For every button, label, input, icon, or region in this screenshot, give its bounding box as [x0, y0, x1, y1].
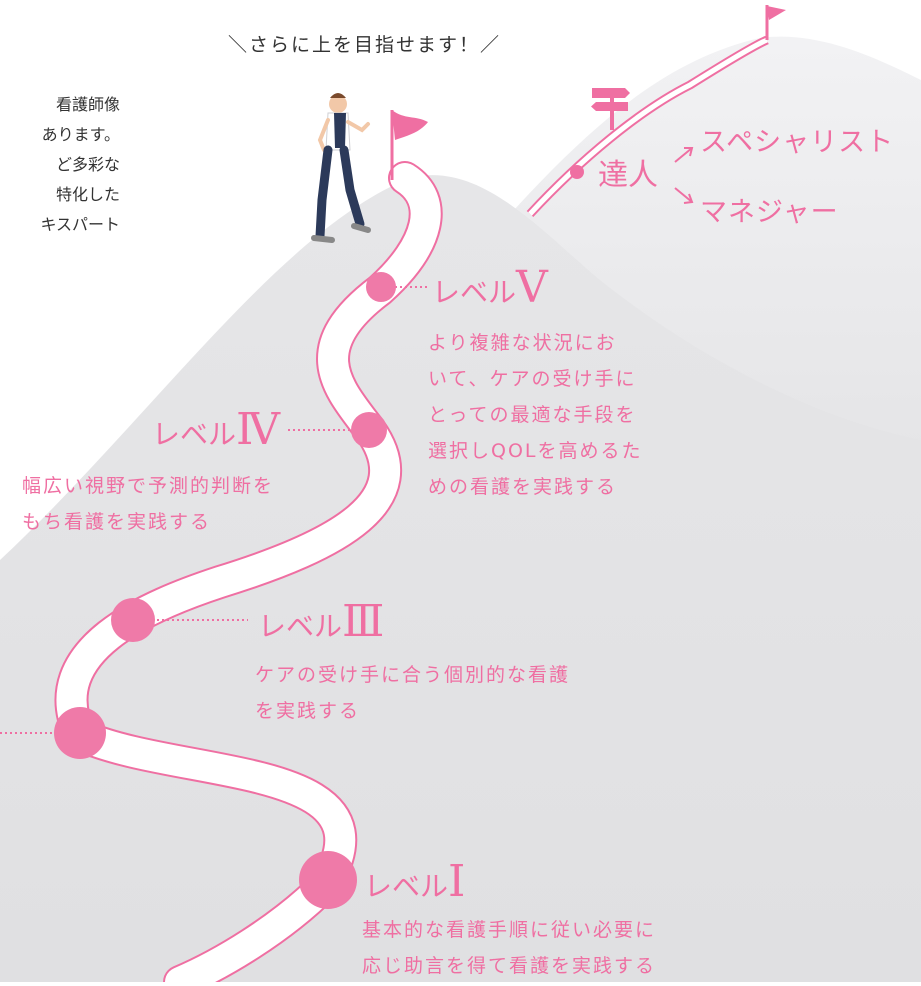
desc-line: ケアの受け手に合う個別的な看護: [255, 664, 571, 686]
intro-text: 看護師像 あります。 ど多彩な 特化した キスパート: [0, 90, 120, 240]
level-1-title: レベルⅠ: [364, 856, 465, 907]
level-5-title: レベルⅤ: [432, 262, 548, 313]
desc-line: を実践する: [255, 700, 361, 722]
level-numeral: Ⅳ: [236, 404, 280, 455]
intro-line: ど多彩な: [55, 155, 120, 174]
flag-icon: [390, 110, 428, 180]
specialist-label: スペシャリスト: [700, 127, 895, 158]
intro-line: 特化した: [55, 185, 120, 204]
level-4-description: 幅広い視野で予測的判断を もち看護を実践する: [22, 468, 274, 540]
runner-figure: [311, 93, 371, 243]
desc-line: より複雑な状況にお: [428, 332, 617, 354]
expert-label: 達人: [598, 158, 658, 193]
desc-line: 幅広い視野で予測的判断を: [22, 475, 275, 497]
desc-line: とっての最適な手段を: [428, 404, 637, 426]
level-3-description: ケアの受け手に合う個別的な看護 を実践する: [255, 657, 570, 729]
level-numeral: Ⅰ: [448, 856, 466, 907]
level-3-title: レベルⅢ: [258, 596, 384, 647]
intro-line: あります。: [41, 125, 120, 144]
level-word: レベル: [152, 418, 237, 451]
level-2-marker: [54, 707, 106, 759]
signpost-icon: [591, 88, 630, 130]
level-4-title: レベルⅣ: [152, 404, 280, 455]
level-1-description: 基本的な看護手順に従い必要に 応じ助言を得て看護を実践する: [362, 912, 656, 984]
desc-line: もち看護を実践する: [22, 511, 212, 533]
level-numeral: Ⅴ: [516, 262, 548, 313]
level-4-marker: [351, 412, 387, 448]
arrow-icon: [674, 147, 694, 204]
desc-line: 基本的な看護手順に従い必要に: [362, 919, 657, 941]
level-1-marker: [299, 851, 357, 909]
level-5-marker: [366, 272, 396, 302]
level-word: レベル: [258, 610, 343, 643]
level-numeral: Ⅲ: [342, 596, 385, 647]
level-word: レベル: [364, 870, 449, 903]
level-word: レベル: [432, 276, 517, 309]
level-3-marker: [111, 598, 155, 642]
leader-lines: [0, 286, 428, 734]
desc-line: 応じ助言を得て看護を実践する: [362, 955, 657, 977]
level-5-description: より複雑な状況にお いて、ケアの受け手に とっての最適な手段を 選択しQOLを高…: [428, 325, 643, 505]
header-caption: ＼さらに上を目指せます！／: [228, 34, 502, 56]
intro-line: 看護師像: [55, 95, 120, 114]
desc-line: 選択しQOLを高めるた: [428, 440, 643, 462]
desc-line: めの看護を実践する: [428, 476, 618, 498]
expert-marker: [570, 165, 584, 179]
summit-flag-icon: [765, 5, 786, 40]
desc-line: いて、ケアの受け手に: [428, 368, 637, 390]
intro-line: キスパート: [40, 215, 120, 234]
manager-label: マネジャー: [700, 197, 839, 228]
